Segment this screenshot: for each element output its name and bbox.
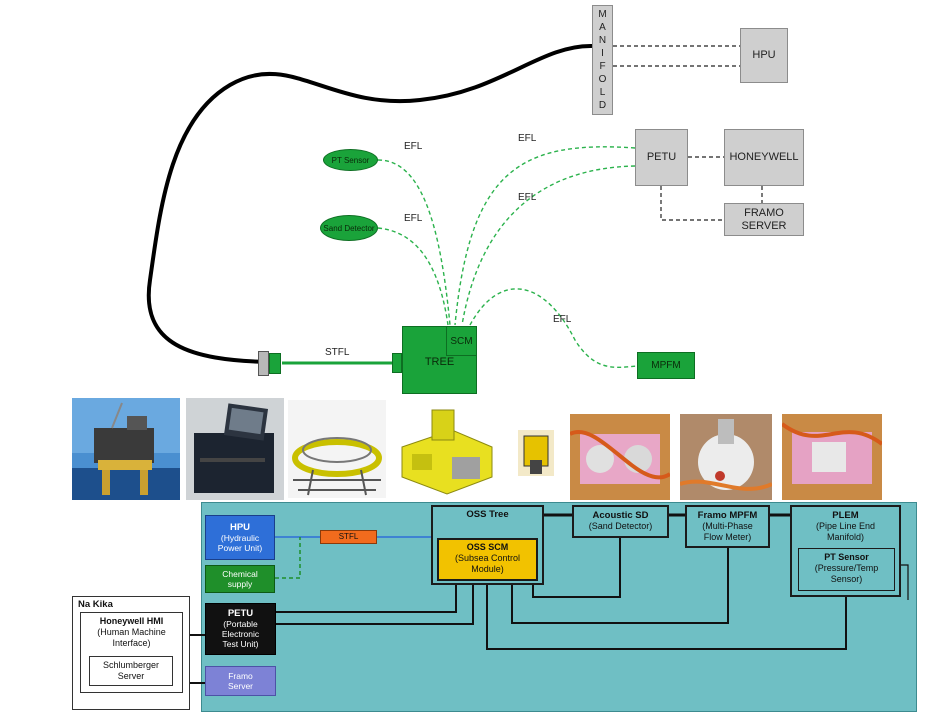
oss-scm-title: OSS SCM [466, 542, 509, 552]
efl-mpfm [469, 288, 638, 368]
photo-cable-1 [570, 414, 670, 500]
framo-mpfm-line2: Flow Meter) [703, 532, 752, 542]
top-sand-detector: Sand Detector [320, 215, 378, 241]
bottom-petu-line1: (Portable [223, 619, 258, 629]
top-scm-box: SCM [446, 326, 477, 356]
bottom-framo-line2: Server [227, 681, 254, 691]
top-hpu-label: HPU [752, 49, 776, 61]
na-kika-title: Na Kika [78, 599, 113, 610]
pt-sensor-box: PT Sensor (Pressure/Temp Sensor) [798, 548, 895, 591]
oss-scm-box: OSS SCM (Subsea Control Module) [437, 538, 538, 581]
top-mpfm-label: MPFM [651, 360, 681, 371]
oss-scm-line1: (Subsea Control [454, 553, 521, 563]
efl-petu-2 [461, 165, 636, 326]
photo-mpfm [680, 414, 772, 500]
top-petu-box: PETU [635, 129, 688, 186]
efl-label-pt: EFL [404, 141, 423, 152]
manifold-letter: A [599, 22, 606, 33]
top-honeywell-label: HONEYWELL [729, 151, 799, 163]
photo-petu-case [186, 398, 284, 500]
tree-connector [392, 353, 402, 373]
top-petu-label: PETU [646, 151, 677, 163]
bottom-hpu-line1: (Hydraulic [220, 532, 260, 543]
manifold-letter: N [598, 35, 607, 46]
efl-pt-sensor [377, 159, 451, 326]
framo-mpfm-line1: (Multi-Phase [702, 521, 753, 531]
photo-tree-model [392, 402, 500, 498]
framo-mpfm-box: Framo MPFM (Multi-Phase Flow Meter) [685, 505, 770, 548]
efl-label-mpfm: EFL [553, 314, 572, 325]
manifold-letter: D [598, 100, 607, 111]
top-scm-label: SCM [450, 335, 473, 347]
plem-box: PLEM (Pipe Line End Manifold) [790, 505, 901, 597]
bottom-petu-line3: Test Unit) [222, 639, 259, 649]
photo-cable-2 [782, 414, 882, 500]
schlumberger-line1: Schlumberger [102, 660, 160, 670]
stfl-terminal [258, 351, 269, 376]
schlumberger-box: Schlumberger Server [89, 656, 173, 686]
photo-platform [72, 398, 180, 500]
acoustic-sd-line1: (Sand Detector) [588, 521, 653, 531]
plem-line2: Manifold) [826, 532, 864, 542]
oss-scm-line2: Module) [471, 564, 504, 574]
top-honeywell-box: HONEYWELL [724, 129, 804, 186]
bottom-hpu-line2: Power Unit) [217, 542, 263, 553]
efl-sand-detector [377, 227, 449, 326]
manifold-letter: L [599, 87, 606, 98]
top-tree-label: TREE [424, 356, 455, 368]
photo-subsea-frame [288, 400, 386, 498]
manifold-letter: O [598, 74, 607, 85]
plem-title: PLEM [832, 510, 859, 521]
honeywell-hmi-title: Honeywell HMI [99, 616, 164, 626]
bottom-hpu-box: HPU (Hydraulic Power Unit) [205, 515, 275, 560]
plem-line1: (Pipe Line End [815, 521, 876, 531]
bottom-chemical-line1: Chemical [222, 569, 258, 579]
pt-sensor-title: PT Sensor [824, 552, 869, 562]
photo-sand-detector [518, 430, 554, 476]
top-diagram-lines [146, 43, 763, 368]
bottom-petu-box: PETU (Portable Electronic Test Unit) [205, 603, 276, 655]
honeywell-hmi-line2: Interface) [112, 638, 151, 648]
bottom-chemical-box: Chemical supply [205, 565, 275, 593]
efl-label-sand: EFL [404, 213, 423, 224]
top-hpu-box: HPU [740, 28, 788, 83]
top-pt-sensor-label: PT Sensor [331, 155, 370, 165]
manifold-letter: M [598, 9, 607, 20]
efl-label-petu-1: EFL [518, 133, 537, 144]
efl-label-petu-2: EFL [518, 192, 537, 203]
stfl-terminal-green [269, 353, 281, 374]
top-stfl-label: STFL [325, 347, 350, 358]
bottom-framo-server-box: Framo Server [205, 666, 276, 696]
top-mpfm-box: MPFM [637, 352, 695, 379]
honeywell-hmi-line1: (Human Machine [97, 627, 166, 637]
top-framo-server-box: FRAMO SERVER [724, 203, 804, 236]
framo-mpfm-title: Framo MPFM [697, 510, 758, 521]
pt-sensor-line1: (Pressure/Temp [814, 563, 879, 573]
bottom-chemical-line2: supply [227, 579, 253, 589]
bottom-petu-line2: Electronic [221, 629, 260, 639]
oss-tree-title: OSS Tree [466, 509, 509, 520]
pt-sensor-line2: Sensor) [830, 574, 863, 584]
top-pt-sensor: PT Sensor [323, 149, 378, 171]
top-sand-detector-label: Sand Detector [323, 223, 375, 233]
acoustic-sd-title: Acoustic SD [592, 510, 649, 521]
umbilical-cable [146, 43, 593, 364]
manifold-letter: I [601, 48, 604, 59]
bottom-hpu-title: HPU [229, 521, 251, 533]
efl-petu-1 [454, 146, 636, 326]
bottom-stfl-box: STFL [320, 530, 377, 544]
schlumberger-line2: Server [117, 671, 145, 681]
bottom-stfl-label: STFL [338, 532, 359, 541]
top-framo-label-1: FRAMO [744, 206, 784, 219]
bottom-petu-title: PETU [227, 608, 254, 619]
acoustic-sd-box: Acoustic SD (Sand Detector) [572, 505, 669, 538]
manifold-letter: F [599, 61, 606, 72]
bottom-framo-line1: Framo [228, 671, 253, 681]
top-framo-label-2: SERVER [741, 219, 787, 232]
manifold-box: M A N I F O L D [592, 5, 613, 115]
